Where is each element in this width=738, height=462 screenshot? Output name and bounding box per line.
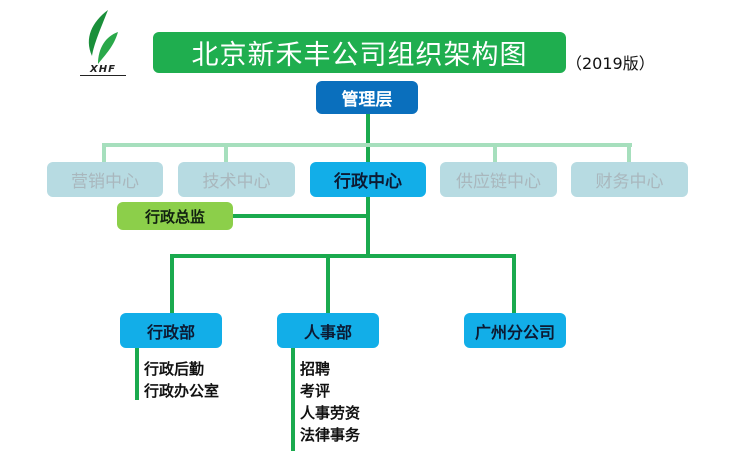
connector-director [233, 214, 368, 218]
page-title: 北京新禾丰公司组织架构图 [153, 32, 566, 73]
node-label: 行政总监 [144, 207, 205, 226]
node-center-administration[interactable]: 行政中心 [310, 162, 426, 197]
connector-centers-bar [102, 143, 632, 147]
node-management[interactable]: 管理层 [316, 81, 418, 114]
node-dept-hr[interactable]: 人事部 [277, 313, 379, 348]
node-label: 财务中心 [595, 172, 664, 192]
node-dept-guangzhou-branch[interactable]: 广州分公司 [464, 313, 566, 348]
connector-center-5 [627, 143, 631, 162]
connector-hr-items [291, 348, 295, 451]
connector-center-2 [224, 143, 228, 162]
title-text: 北京新禾丰公司组织架构图 [191, 40, 528, 71]
company-logo: XHF [78, 8, 128, 80]
node-center-supply-chain[interactable]: 供应链中心 [440, 162, 557, 197]
leaf-logo-icon [88, 10, 118, 64]
node-center-finance[interactable]: 财务中心 [571, 162, 688, 197]
node-director[interactable]: 行政总监 [117, 202, 233, 230]
function-item: 行政后勤 [144, 360, 205, 378]
function-item: 招聘 [300, 360, 331, 378]
connector-center-4 [493, 143, 497, 162]
connector-dept-2 [326, 254, 330, 313]
node-center-marketing[interactable]: 营销中心 [47, 162, 163, 197]
admin-dept-functions: 行政后勤 行政办公室 [144, 358, 219, 402]
node-label: 供应链中心 [456, 172, 541, 192]
function-item: 法律事务 [300, 426, 361, 444]
hr-dept-functions: 招聘 考评 人事劳资 法律事务 [300, 358, 360, 446]
node-label: 技术中心 [202, 172, 271, 192]
node-label: 广州分公司 [474, 322, 555, 342]
connector-dept-1 [170, 254, 174, 313]
connector-center-1 [102, 143, 106, 162]
node-dept-administration[interactable]: 行政部 [120, 313, 222, 348]
connector-admin-items [135, 348, 139, 400]
connector-departments-bar [170, 254, 516, 258]
function-item: 行政办公室 [144, 382, 220, 400]
node-label: 行政中心 [334, 172, 402, 192]
node-label: 营销中心 [71, 172, 139, 192]
function-item: 人事劳资 [300, 404, 361, 422]
edition-label: （2019版） [566, 54, 655, 73]
connector-root-down [366, 114, 370, 162]
node-label: 管理层 [341, 90, 393, 110]
connector-dept-3 [512, 254, 516, 313]
node-label: 人事部 [303, 322, 352, 342]
connector-admin-down [366, 197, 370, 256]
logo-text: XHF [80, 64, 126, 76]
node-center-technology[interactable]: 技术中心 [178, 162, 295, 197]
node-label: 行政部 [146, 322, 195, 342]
function-item: 考评 [300, 382, 331, 400]
